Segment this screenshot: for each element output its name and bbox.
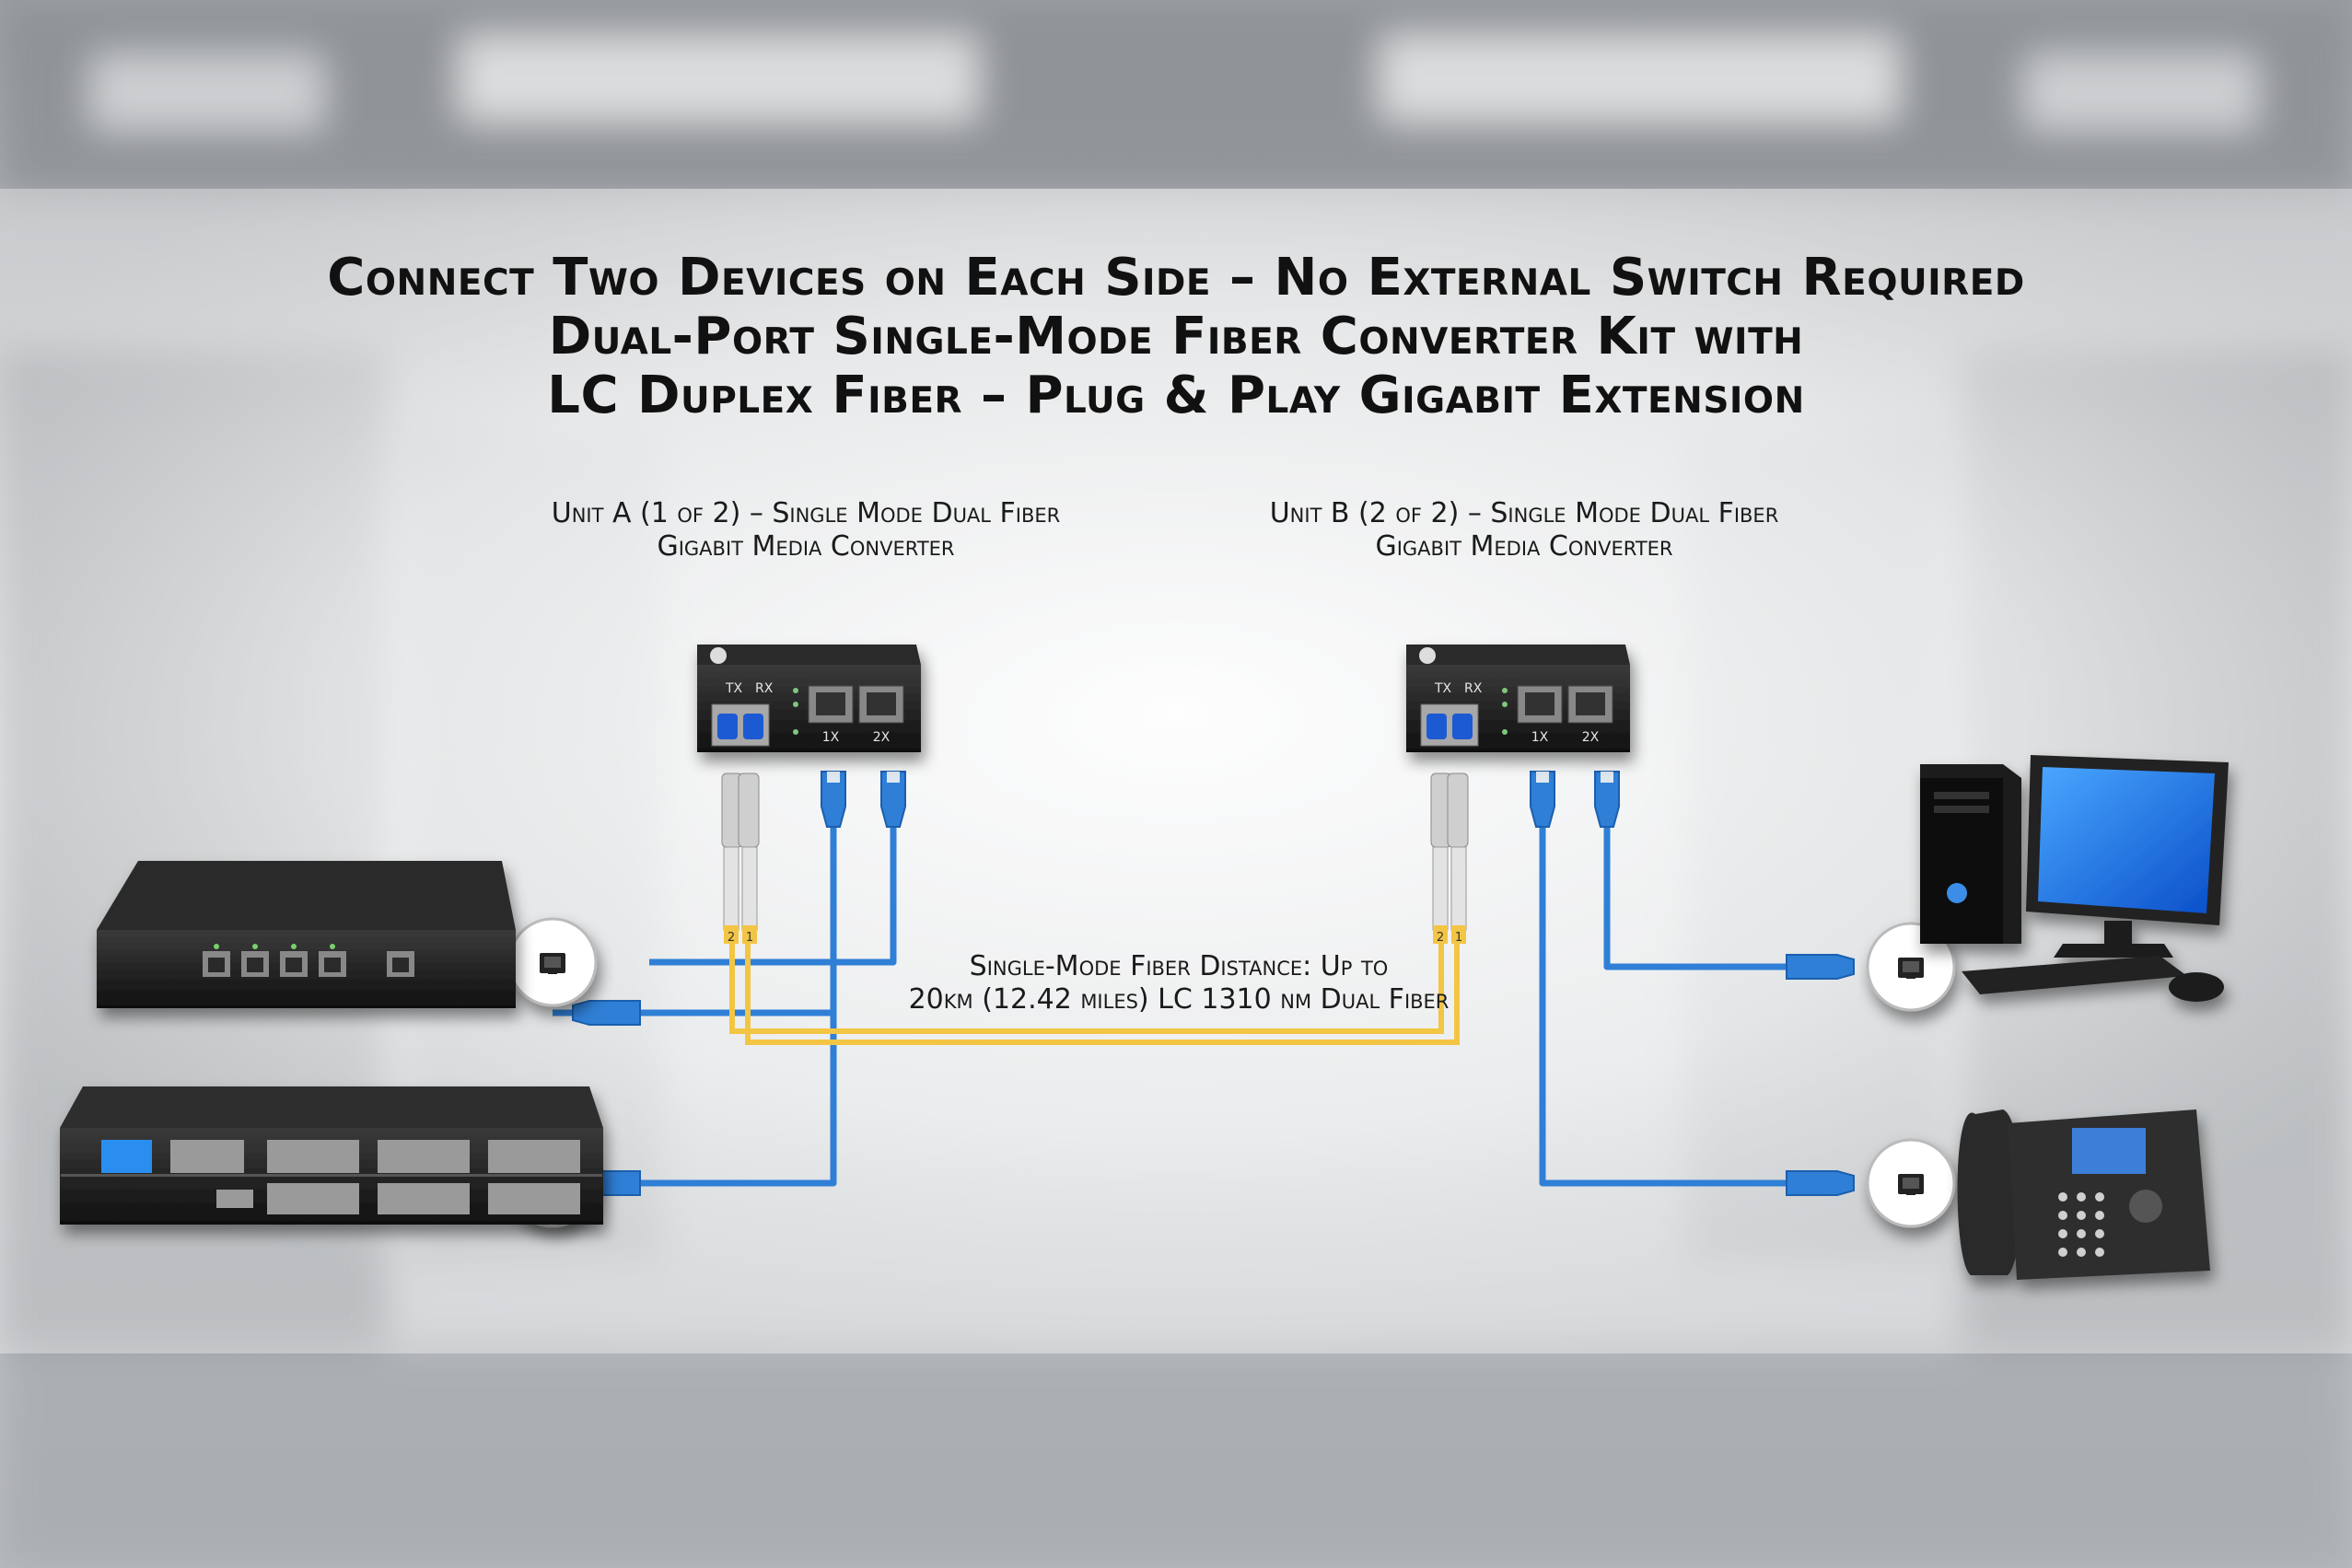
ethernet-port-icon	[507, 917, 598, 1007]
fiber-mark-2-a: 2	[728, 931, 735, 945]
cable-a1-drop	[553, 962, 837, 1187]
fiber-mark-2-b: 2	[1437, 931, 1444, 945]
network-switch-icon	[97, 861, 516, 1008]
unit-a-lc-connector: 2 1	[721, 772, 760, 945]
unit-b-port-1x-label: 1X	[1531, 730, 1549, 745]
unit-a-rx-label: RX	[755, 681, 774, 696]
rj45-plug-a1	[821, 771, 846, 828]
cable-a2-to-pbx	[649, 819, 897, 966]
unit-a-port-1x-label: 1X	[822, 730, 840, 745]
cable-b2-to-computer	[1603, 819, 1828, 970]
rj45-plug-phone	[1786, 1170, 1855, 1196]
rj45-plug-computer	[1786, 954, 1855, 980]
fiber-strand-2	[745, 921, 1460, 1045]
ethernet-port-icon	[1866, 1138, 1956, 1228]
unit-b-port-2x-label: 2X	[1582, 730, 1600, 745]
unit-b-lc-connector: 2 1	[1430, 772, 1469, 945]
title-line-3: LC Duplex Fiber – Plug & Play Gigabit Ex…	[547, 366, 1805, 425]
unit-b-tx-label: TX	[1434, 681, 1452, 696]
ethernet-port-icon	[1866, 922, 1956, 1012]
rj45-plug-b1	[1530, 771, 1555, 828]
unit-b-rx-label: RX	[1464, 681, 1483, 696]
fiber-mark-1-b: 1	[1455, 931, 1462, 945]
ip-phone-icon	[1957, 1109, 2210, 1280]
fiber-distance-note: Single-Mode Fiber Distance: Up to 20km (…	[792, 950, 1566, 1016]
rack-server-icon	[60, 1086, 603, 1225]
fiber-strand-1	[729, 921, 1444, 1034]
cable-b1-to-phone	[1539, 819, 1828, 1187]
unit-b-caption-line-1: Unit B (2 of 2) – Single Mode Dual Fiber	[1269, 497, 1779, 529]
title-line-2: Dual-Port Single-Mode Fiber Converter Ki…	[548, 307, 1804, 366]
unit-a-caption-line-1: Unit A (1 of 2) – Single Mode Dual Fiber	[551, 497, 1061, 529]
fiber-distance-line-2: 20km (12.42 miles) LC 1310 nm Dual Fiber	[908, 983, 1450, 1016]
unit-a-port-2x-label: 2X	[873, 730, 891, 745]
unit-b-caption-line-2: Gigabit Media Converter	[1375, 530, 1673, 563]
fiber-mark-1-a: 1	[746, 931, 753, 945]
title-line-1: Connect Two Devices on Each Side – No Ex…	[327, 248, 2025, 308]
fiber-cables	[729, 921, 1460, 1045]
unit-a-tx-label: TX	[725, 681, 743, 696]
desktop-computer-icon	[1920, 755, 2229, 1002]
unit-b-caption: Unit B (2 of 2) – Single Mode Dual Fiber…	[1151, 497, 1897, 563]
rj45-plug-a2	[880, 771, 906, 828]
rj45-plug-b2	[1594, 771, 1620, 828]
fiber-distance-line-1: Single-Mode Fiber Distance: Up to	[969, 950, 1389, 982]
rj45-plug-switch	[572, 1000, 641, 1026]
media-converter-unit-b: TX RX 1X 2X	[1406, 645, 1630, 752]
unit-a-caption: Unit A (1 of 2) – Single Mode Dual Fiber…	[433, 497, 1179, 563]
unit-a-caption-line-2: Gigabit Media Converter	[657, 530, 955, 563]
media-converter-unit-a: TX RX 1X 2X	[697, 645, 921, 752]
